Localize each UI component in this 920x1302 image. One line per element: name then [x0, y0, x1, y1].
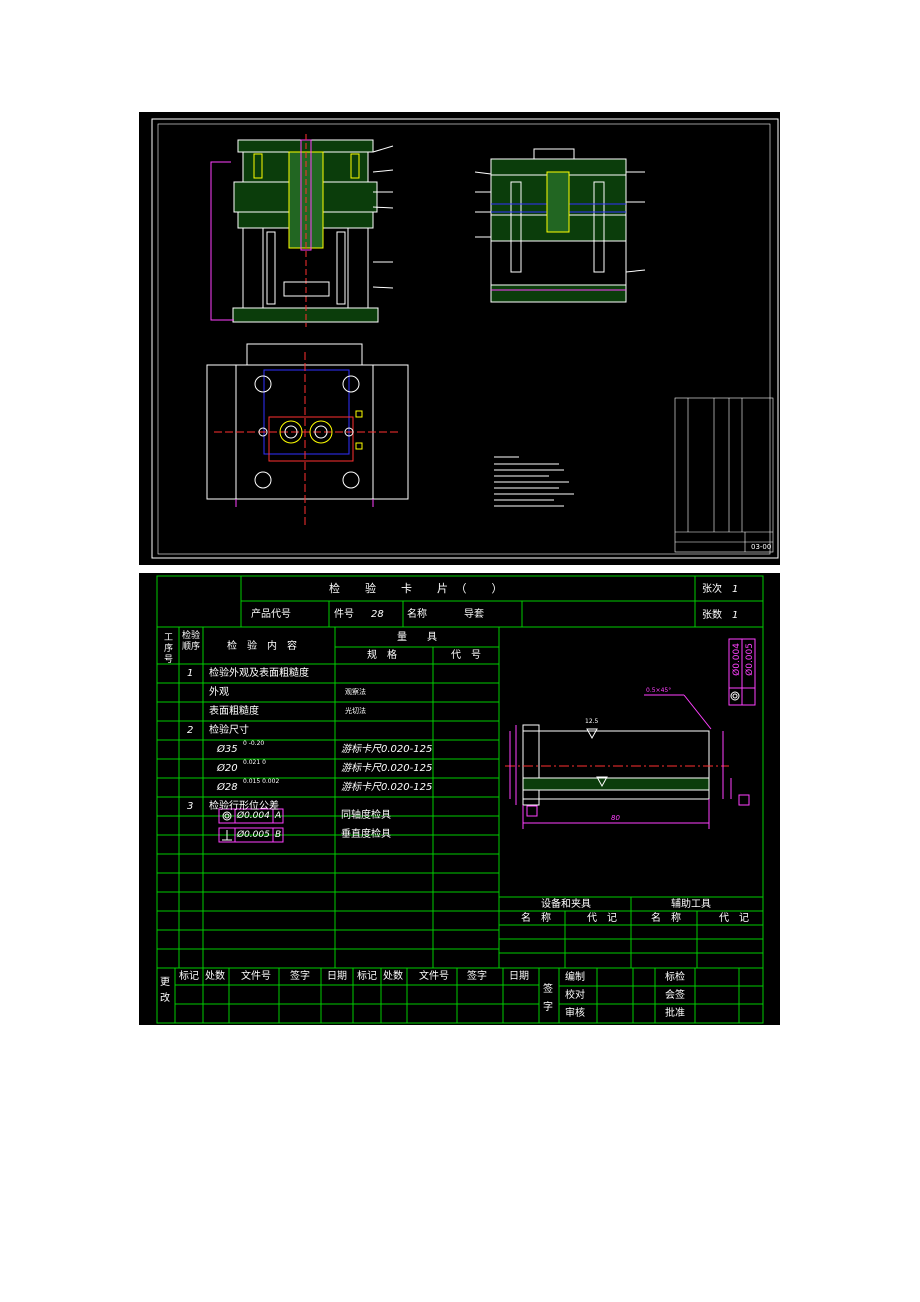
- assembly-drawing: 03-00: [139, 112, 780, 565]
- row-content: Ø35: [217, 744, 238, 755]
- card-title: 检 验 卡 片 （ ）: [329, 582, 504, 595]
- equip-code-header: 代 记: [587, 913, 617, 924]
- change-col: 标记: [357, 971, 377, 982]
- approve-row: 会签: [665, 990, 685, 1001]
- row-gauge: 光切法: [345, 707, 366, 715]
- change-col: 日期: [509, 971, 529, 982]
- row-gauge: 游标卡尺0.020-125: [341, 744, 433, 755]
- change-col: 处数: [383, 971, 403, 982]
- product-code-label: 产品代号: [251, 609, 291, 620]
- dim-35-tol: 0 -0.20: [243, 740, 265, 747]
- title-block-code: 03-00: [751, 543, 772, 551]
- sheet-no-value: 1: [732, 584, 739, 595]
- row-gauge: 垂直度检具: [341, 829, 391, 840]
- parts-list: [674, 397, 774, 553]
- row-order: 3: [187, 801, 194, 812]
- dim-length: 80: [611, 814, 620, 822]
- col-gauge-header: 量 具: [397, 632, 437, 643]
- tol-box-1: Ø0.004: [732, 643, 742, 676]
- sheet-no-label: 张次: [702, 584, 722, 595]
- col-content-header: 检 验 内 容: [227, 641, 297, 652]
- col-spec-header: 规 格: [367, 650, 397, 661]
- dim-28-tol: 0.015 0.002: [243, 778, 280, 785]
- tol-coaxial-value: Ø0.004: [237, 811, 270, 821]
- tol-perp-value: Ø0.005: [237, 830, 270, 840]
- assembly-drawing-svg: [151, 118, 779, 559]
- row-content: 检验尺寸: [209, 725, 249, 736]
- equip-header: 设备和夹具: [541, 899, 591, 910]
- aux-code-header: 代 记: [719, 913, 749, 924]
- row-content: Ø20: [217, 763, 238, 774]
- col-check-order-header: 检验顺序: [181, 631, 200, 652]
- row-content: 外观: [209, 687, 229, 698]
- row-gauge: 观察法: [345, 688, 366, 696]
- change-label: 更改: [160, 977, 170, 1004]
- part-no-label: 件号: [334, 609, 354, 620]
- row-content: Ø28: [217, 782, 238, 793]
- name-value: 导套: [464, 609, 484, 620]
- tol-box-2: Ø0.005: [745, 643, 755, 676]
- tol-perp-datum: B: [275, 830, 282, 840]
- row-gauge: 游标卡尺0.020-125: [341, 763, 433, 774]
- dim-20-tol: 0.021 0: [243, 759, 266, 766]
- side-section-view: [474, 148, 646, 303]
- sign-row: 审核: [565, 1008, 585, 1019]
- tol-coaxial-datum: A: [275, 811, 282, 821]
- card-grid: [156, 575, 764, 1024]
- approve-row: 标检: [665, 972, 685, 983]
- sheet-total-label: 张数: [702, 610, 722, 621]
- col-process-header: 工序号: [163, 633, 173, 665]
- front-section-view: [210, 134, 394, 327]
- row-content: 检验外观及表面粗糙度: [209, 668, 309, 679]
- tech-notes: [494, 456, 574, 507]
- sign-row: 编制: [565, 972, 585, 983]
- change-col: 文件号: [419, 971, 449, 982]
- change-col: 签字: [467, 971, 487, 982]
- change-col: 日期: [327, 971, 347, 982]
- approve-row: 批准: [665, 1008, 685, 1019]
- row-order: 1: [187, 668, 194, 679]
- row-content: 表面粗糙度: [209, 706, 259, 717]
- dim-chamfer: 0.5×45°: [646, 687, 672, 694]
- sign-row: 校对: [565, 990, 585, 1001]
- part-no-value: 28: [371, 609, 384, 620]
- aux-header: 辅助工具: [671, 899, 711, 910]
- name-label: 名称: [407, 609, 427, 620]
- dim-roughness: 12.5: [585, 718, 599, 725]
- row-gauge: 同轴度检具: [341, 810, 391, 821]
- aux-name-header: 名 称: [651, 913, 681, 924]
- sign-label: 签字: [543, 984, 553, 1013]
- plan-view: [206, 343, 409, 527]
- equip-name-header: 名 称: [521, 913, 551, 924]
- change-col: 处数: [205, 971, 225, 982]
- row-gauge: 游标卡尺0.020-125: [341, 782, 433, 793]
- row-content: 检验行形位公差: [209, 801, 279, 812]
- change-col: 签字: [290, 971, 310, 982]
- part-sketch: [505, 638, 756, 829]
- change-col: 文件号: [241, 971, 271, 982]
- row-order: 2: [187, 725, 194, 736]
- sheet-total-value: 1: [732, 610, 739, 621]
- col-code-header: 代 号: [451, 650, 481, 661]
- inspection-card: 检 验 卡 片 （ ） 张次 1 张数 1 产品代号 件号 28 名称 导套 工…: [139, 573, 780, 1025]
- change-col: 标记: [179, 971, 199, 982]
